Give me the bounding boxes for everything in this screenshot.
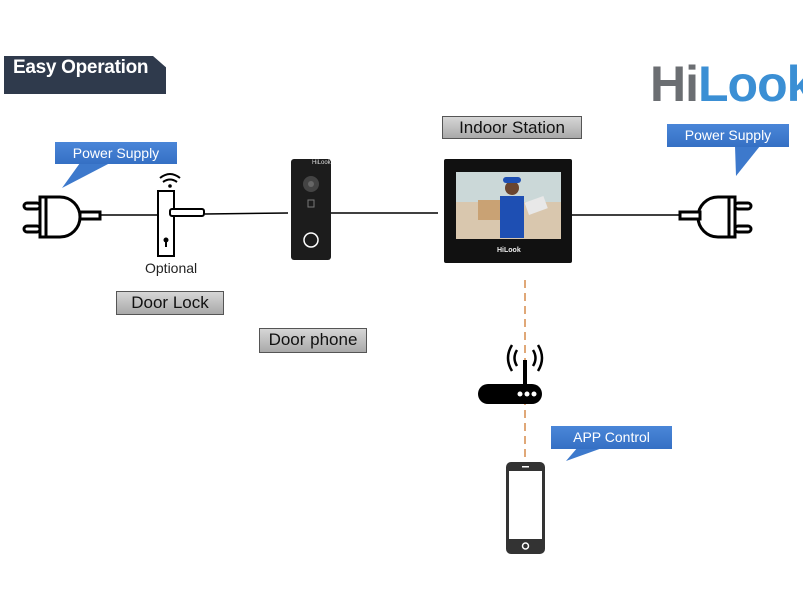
power-plug-right-icon [678, 195, 753, 239]
smartphone-icon [506, 462, 545, 554]
doorphone-brand: HiLook [312, 160, 331, 166]
callout-tail-app [566, 447, 605, 461]
callout-tail-left [62, 163, 110, 188]
title-banner [4, 56, 166, 94]
optional-label: Optional [145, 260, 198, 276]
power-supply-callout-right: Power Supply [667, 124, 789, 147]
station-brand: HiLook [497, 247, 521, 254]
door-lock-icon [157, 173, 205, 257]
app-control-callout: APP Control [551, 426, 672, 449]
page-title: Easy Operation [13, 57, 149, 78]
door-lock-label: Door Lock [116, 291, 224, 315]
callout-tail-right [735, 146, 760, 176]
power-plug-left-icon [22, 195, 102, 239]
indoor-station-label: Indoor Station [442, 116, 582, 139]
door-phone-device [291, 159, 331, 260]
door-phone-label: Door phone [259, 328, 367, 353]
wire-lock-to-doorphone [204, 212, 289, 215]
indoor-station-device [444, 159, 572, 263]
wifi-router-icon [478, 344, 544, 404]
hilook-logo: HiLook [650, 56, 803, 112]
power-supply-callout-left: Power Supply [55, 142, 177, 164]
